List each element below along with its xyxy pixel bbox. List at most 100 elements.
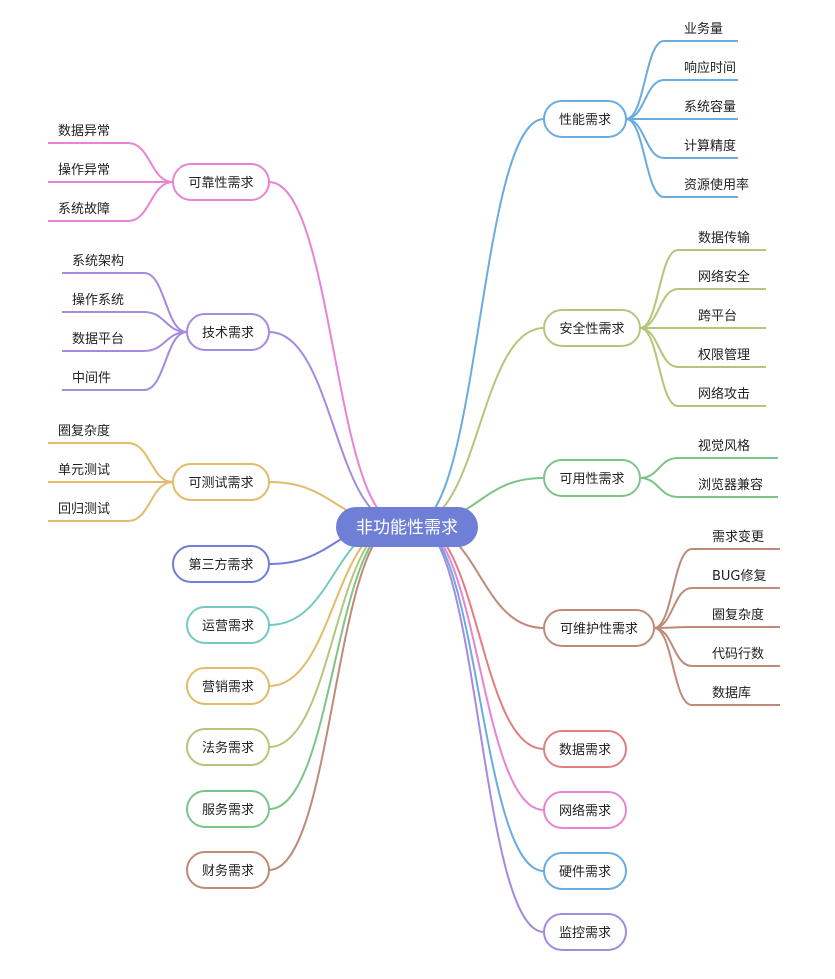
leaf-left-3-2[interactable]: 单元测试 <box>58 463 110 478</box>
connector-branch-left-3-leaf-3 <box>127 481 174 522</box>
leaf-right-3-1[interactable]: 视觉风格 <box>698 438 750 454</box>
branch-node-left-1-border <box>172 163 270 201</box>
branch-node-right-4[interactable]: 可维护性需求 <box>543 609 655 647</box>
branch-node-left-9[interactable]: 财务需求 <box>186 851 270 889</box>
leaf-left-3-1[interactable]: 圈复杂度 <box>58 423 110 439</box>
leaf-left-2-2[interactable]: 操作系统 <box>72 292 124 308</box>
branch-node-right-6[interactable]: 网络需求 <box>543 791 627 829</box>
connector-branch-left-1-leaf-3 <box>127 181 174 222</box>
leaf-right-4-1[interactable]: 需求变更 <box>712 529 764 545</box>
branch-node-left-3[interactable]: 可测试需求 <box>172 463 270 501</box>
leaf-right-2-4[interactable]: 权限管理 <box>698 347 750 363</box>
leaf-right-1-5[interactable]: 资源使用率 <box>684 177 749 193</box>
leaf-right-2-5[interactable]: 网络攻击 <box>698 386 750 402</box>
leaf-left-2-4[interactable]: 中间件 <box>72 371 111 386</box>
branch-node-left-1[interactable]: 可靠性需求 <box>172 163 270 201</box>
connector-branch-right-1-leaf-4 <box>625 118 665 159</box>
branch-node-left-8-label: 服务需求 <box>202 802 254 818</box>
leaf-right-1-1[interactable]: 业务量 <box>684 21 723 37</box>
branch-node-left-6-border <box>186 667 270 705</box>
branch-node-left-1-label: 可靠性需求 <box>188 176 253 191</box>
connector-root-to-left-1 <box>268 181 400 524</box>
connector-root-to-1 <box>414 118 545 524</box>
leaf-left-1-2[interactable]: 操作异常 <box>58 162 110 178</box>
branch-node-left-7-label: 法务需求 <box>202 740 254 756</box>
leaf-right-2-2[interactable]: 网络安全 <box>698 269 750 285</box>
leaf-left-2-1[interactable]: 系统架构 <box>72 254 124 269</box>
leaf-right-4-4[interactable]: 代码行数 <box>712 647 764 662</box>
branch-node-right-6-border <box>543 791 627 829</box>
branch-node-right-7-border <box>543 852 627 890</box>
connector-branch-right-1-leaf-2 <box>625 79 665 120</box>
branch-node-right-8[interactable]: 监控需求 <box>543 913 627 951</box>
branch-node-right-7-label: 硬件需求 <box>559 865 611 880</box>
branch-node-left-5[interactable]: 运营需求 <box>186 606 270 644</box>
leaf-right-4-3[interactable]: 圈复杂度 <box>712 607 764 623</box>
connector-branch-left-3-leaf-1 <box>127 442 174 483</box>
branch-node-right-8-border <box>543 913 627 951</box>
connector-branch-right-2-leaf-2 <box>639 288 679 329</box>
leaf-left-2-3[interactable]: 数据平台 <box>72 332 124 347</box>
leaf-right-1-4[interactable]: 计算精度 <box>684 138 736 154</box>
branch-node-left-4[interactable]: 第三方需求 <box>172 545 270 583</box>
root-node[interactable]: 非功能性需求 <box>336 507 478 547</box>
branch-node-left-8-border <box>186 790 270 828</box>
root-node-label: 非功能性需求 <box>356 518 458 538</box>
connector-branch-right-1-leaf-1 <box>625 40 665 120</box>
branch-node-right-3-label: 可用性需求 <box>559 472 624 487</box>
connector-branch-right-4-leaf-5 <box>653 627 693 706</box>
leaf-right-2-3[interactable]: 跨平台 <box>698 309 737 324</box>
root-node-fill <box>336 507 478 547</box>
branch-node-left-7-border <box>186 728 270 766</box>
connector-branch-right-4-leaf-1 <box>653 548 693 629</box>
branch-node-right-3-border <box>543 459 641 497</box>
connector-root-to-left-8 <box>268 522 400 810</box>
connector-branch-right-3-leaf-1 <box>639 457 679 479</box>
connector-branch-right-2-leaf-5 <box>639 327 679 407</box>
branch-node-left-3-border <box>172 463 270 501</box>
leaf-right-4-2[interactable]: BUG修复 <box>712 569 767 584</box>
branch-node-right-8-label: 监控需求 <box>559 926 611 941</box>
leaf-right-1-3[interactable]: 系统容量 <box>684 99 736 115</box>
branch-node-right-2-label: 安全性需求 <box>559 321 624 337</box>
leaf-left-1-3[interactable]: 系统故障 <box>58 202 110 217</box>
branch-node-right-1-border <box>543 100 627 138</box>
branch-node-left-6[interactable]: 营销需求 <box>186 667 270 705</box>
branch-node-left-4-border <box>172 545 270 583</box>
branch-node-right-4-label: 可维护性需求 <box>560 622 638 637</box>
branch-node-left-5-label: 运营需求 <box>202 619 254 634</box>
branch-node-right-4-border <box>543 609 655 647</box>
branch-node-left-2[interactable]: 技术需求 <box>186 313 270 351</box>
leaf-right-1-2[interactable]: 响应时间 <box>684 60 736 76</box>
connector-branch-left-1-leaf-1 <box>127 142 174 183</box>
branch-node-right-3[interactable]: 可用性需求 <box>543 459 641 497</box>
leaf-right-2-1[interactable]: 数据传输 <box>698 230 750 246</box>
branch-node-right-5[interactable]: 数据需求 <box>543 730 627 768</box>
branch-node-left-5-border <box>186 606 270 644</box>
leaf-right-3-2[interactable]: 浏览器兼容 <box>698 477 763 493</box>
branch-node-left-7[interactable]: 法务需求 <box>186 728 270 766</box>
connector-branch-right-4-leaf-3 <box>653 626 693 629</box>
branch-node-left-9-label: 财务需求 <box>202 863 254 879</box>
branch-node-left-9-border <box>186 851 270 889</box>
branch-node-left-8[interactable]: 服务需求 <box>186 790 270 828</box>
connector-root-to-5 <box>414 522 545 750</box>
branch-node-right-5-border <box>543 730 627 768</box>
branch-node-left-3-label: 可测试需求 <box>188 476 253 491</box>
branch-node-right-1[interactable]: 性能需求 <box>543 100 627 138</box>
leaf-left-3-3[interactable]: 回归测试 <box>58 502 110 517</box>
branch-node-right-7[interactable]: 硬件需求 <box>543 852 627 890</box>
branch-node-right-2[interactable]: 安全性需求 <box>543 309 641 347</box>
connector-branch-right-1-leaf-5 <box>625 118 665 198</box>
connector-branch-left-2-leaf-4 <box>143 331 188 391</box>
connector-branch-right-4-leaf-4 <box>653 627 693 667</box>
branch-node-left-4-label: 第三方需求 <box>188 557 253 573</box>
connector-branch-right-4-leaf-2 <box>653 587 693 629</box>
leaf-left-1-1[interactable]: 数据异常 <box>58 124 110 139</box>
connector-root-to-left-7 <box>268 522 400 748</box>
branch-node-right-6-label: 网络需求 <box>559 803 611 819</box>
connector-branch-right-2-leaf-4 <box>639 327 679 368</box>
leaf-right-4-5[interactable]: 数据库 <box>712 685 751 701</box>
